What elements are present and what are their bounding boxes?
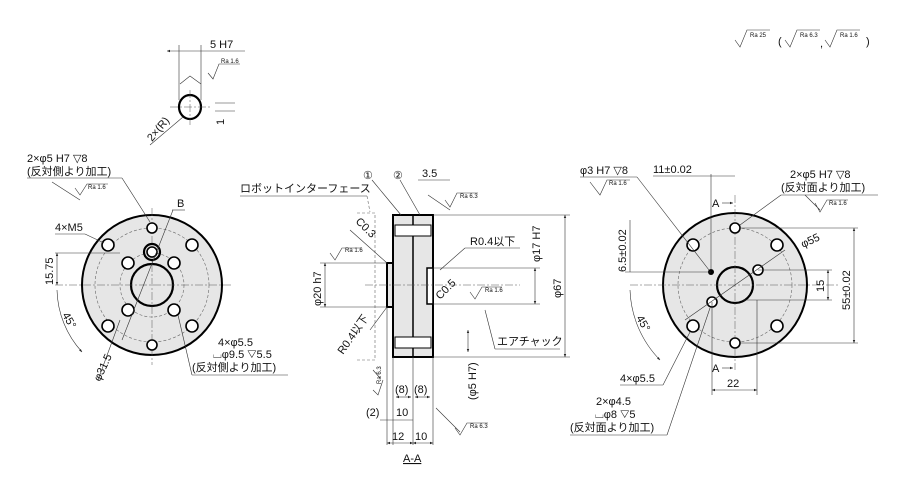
angle-45: 45°: [59, 311, 78, 331]
right-pin-note: (反対面より加工): [781, 180, 865, 194]
legend-paren-open: (: [778, 36, 782, 48]
ra-bottom-right: Ra 6.3: [470, 424, 488, 430]
robot-interface-label: ロボットインターフェース: [240, 182, 371, 195]
section-mark-a-bottom: A: [712, 363, 720, 375]
cb-label-1: 2×φ4.5: [596, 396, 631, 408]
dim-11: 11±0.02: [653, 164, 692, 176]
right-holes-label: 4×φ5.5: [620, 373, 655, 385]
slot-width-dim: 5 H7: [210, 39, 233, 51]
right-pin-ra: Ra 1.6: [829, 201, 847, 207]
cb-note: (反対面より加工): [570, 420, 654, 434]
cb-label-2: ⌴φ8 ▽5: [595, 409, 635, 421]
finish-symbol-icon: [824, 29, 860, 48]
phi67-dim: φ67: [552, 279, 564, 298]
slot-offset-dim: 1: [215, 119, 227, 125]
pin-ra: Ra 1.6: [88, 185, 106, 191]
dim-12: 12: [392, 431, 404, 443]
r04-left: R0.4以下: [336, 313, 372, 357]
section-title: A-A: [403, 453, 422, 465]
slot-ra: Ra 1.6: [221, 59, 239, 65]
bushing-b: [142, 242, 162, 262]
phi17-dim: φ17 H7: [531, 226, 543, 263]
phi5-dim: (φ5 H7): [467, 362, 479, 400]
c05-label: C0.5: [434, 277, 459, 302]
right-angle-45: 45°: [633, 314, 652, 334]
dim-15-75: 15.75: [44, 257, 56, 285]
cbore-label-1: 4×φ5.5: [218, 337, 253, 349]
cbore-label-2: ⌴φ9.5 ▽5.5: [213, 349, 272, 361]
dim-8b: (8): [414, 384, 427, 396]
dim-55: 55±0.02: [841, 270, 853, 310]
pcd-55: φ55: [799, 232, 822, 251]
left-view: 2×φ5 H7 ▽8 (反対側より加工) Ra 1.6 B 4×M5 15.75…: [27, 153, 288, 383]
ra-bottom-left: Ra 6.3: [377, 366, 383, 384]
right-view: φ3 H7 ▽8 Ra 1.6 11±0.02 2×φ5 H7 ▽8 (反対面よ…: [570, 164, 878, 436]
dim-6-5: 6.5±0.02: [617, 229, 629, 272]
part-1: ①: [363, 170, 373, 182]
phi3-ra: Ra 1.6: [609, 181, 627, 187]
dim-8a: (8): [395, 384, 408, 396]
ra-left: Ra 1.6: [345, 248, 363, 254]
c03-label: C0.3: [353, 216, 378, 241]
legend-ra-b: Ra 1.6: [840, 33, 858, 39]
right-pin-holes-label: 2×φ5 H7 ▽8: [790, 169, 851, 181]
section-mark-a-top: A: [712, 198, 720, 210]
ra-right: Ra 1.6: [485, 288, 503, 294]
air-chuck-label: エアチャック: [497, 335, 563, 348]
legend-ra-a: Ra 6.3: [800, 33, 818, 39]
section-view: ロボットインターフェース ① ② 3.5 Ra 6.3 C0.3 Ra 1.6 …: [240, 168, 570, 465]
legend-comma: ,: [820, 38, 823, 50]
r04-right: R0.4以下: [470, 236, 515, 248]
dim-10b: 10: [415, 431, 427, 443]
pin-holes-note: (反対側より加工): [27, 164, 111, 178]
dim-15: 15: [815, 280, 827, 292]
phi3-label: φ3 H7 ▽8: [580, 165, 628, 177]
ra-top: Ra 6.3: [460, 194, 478, 200]
pin-holes-label: 2×φ5 H7 ▽8: [27, 153, 88, 165]
legend-paren-close: ): [866, 36, 870, 48]
dim-10a: 10: [396, 407, 408, 419]
dim-2: (2): [366, 407, 379, 419]
pcd-31-5: φ31.5: [92, 352, 115, 383]
surface-finish-legend: Ra 25 ( Ra 6.3 , Ra 1.6 ): [734, 29, 870, 50]
finish-symbol-icon: [734, 29, 770, 48]
finish-symbol-icon: [784, 29, 820, 48]
cbore-note: (反対側より加工): [192, 360, 276, 374]
b-label: B: [177, 198, 184, 210]
phi20-dim: φ20 h7: [312, 271, 324, 306]
legend-ra-main: Ra 25: [750, 33, 767, 39]
dim-22: 22: [727, 378, 739, 390]
part-2: ②: [393, 170, 403, 182]
m5-label: 4×M5: [55, 222, 83, 234]
dim-3-5: 3.5: [422, 168, 437, 180]
slot-detail: 5 H7 Ra 1.6 2×(R) 1: [145, 39, 245, 146]
